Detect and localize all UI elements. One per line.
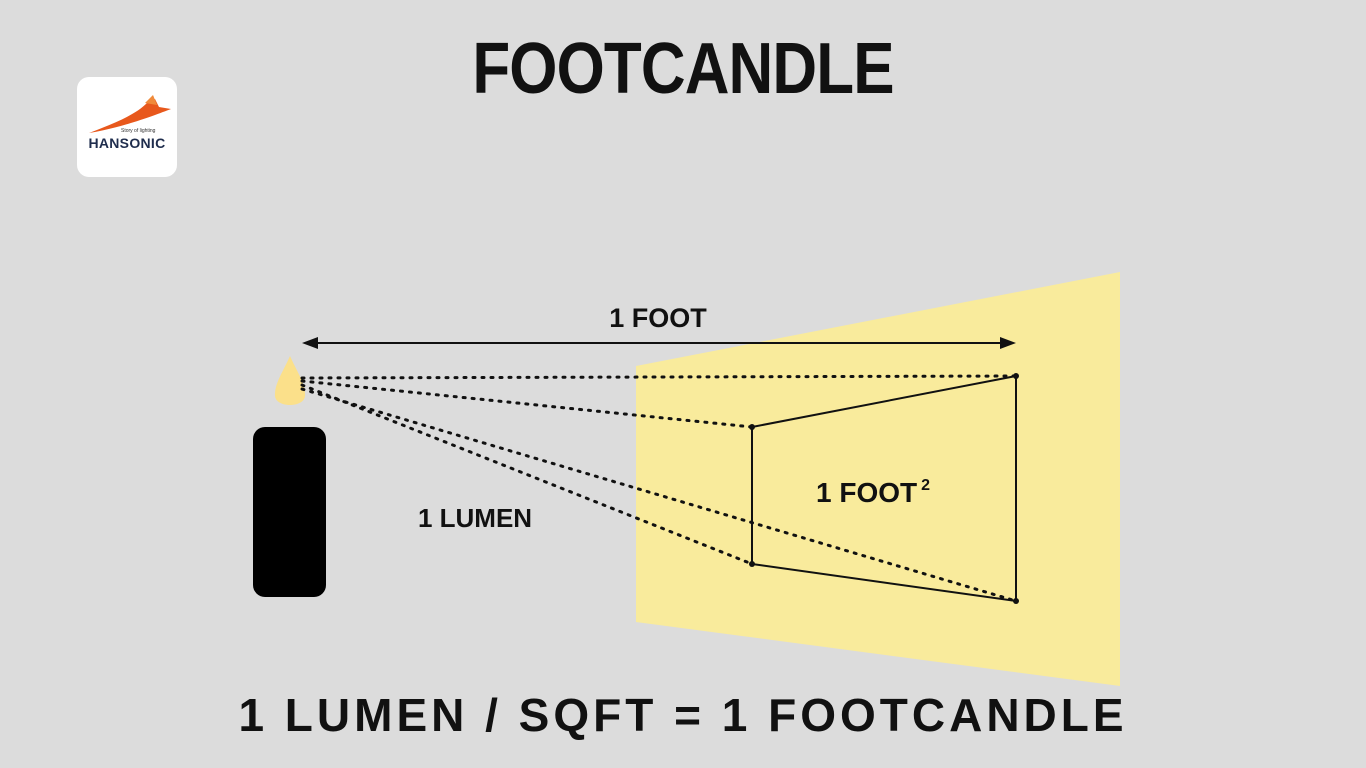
- logo-name: HANSONIC: [88, 135, 166, 151]
- distance-arrow: [302, 337, 1016, 349]
- footcandle-formula: 1 LUMEN / SQFT = 1 FOOTCANDLE: [238, 689, 1128, 741]
- logo-wave-icon: [89, 95, 171, 133]
- distance-label: 1 FOOT: [609, 303, 707, 333]
- area-superscript: 2: [921, 477, 930, 494]
- hansonic-logo: Story of lighting HANSONIC: [77, 77, 177, 177]
- logo-tagline: Story of lighting: [121, 128, 156, 134]
- candle-body: [253, 427, 326, 597]
- light-beam-area: [636, 272, 1120, 686]
- candle-flame-icon: [274, 356, 306, 405]
- page-title: FOOTCANDLE: [472, 29, 894, 109]
- area-label-text: 1 FOOT: [816, 477, 917, 508]
- light-rays: [300, 374, 1018, 603]
- lumen-label: 1 LUMEN: [418, 503, 532, 533]
- surface-corners: [749, 373, 1019, 604]
